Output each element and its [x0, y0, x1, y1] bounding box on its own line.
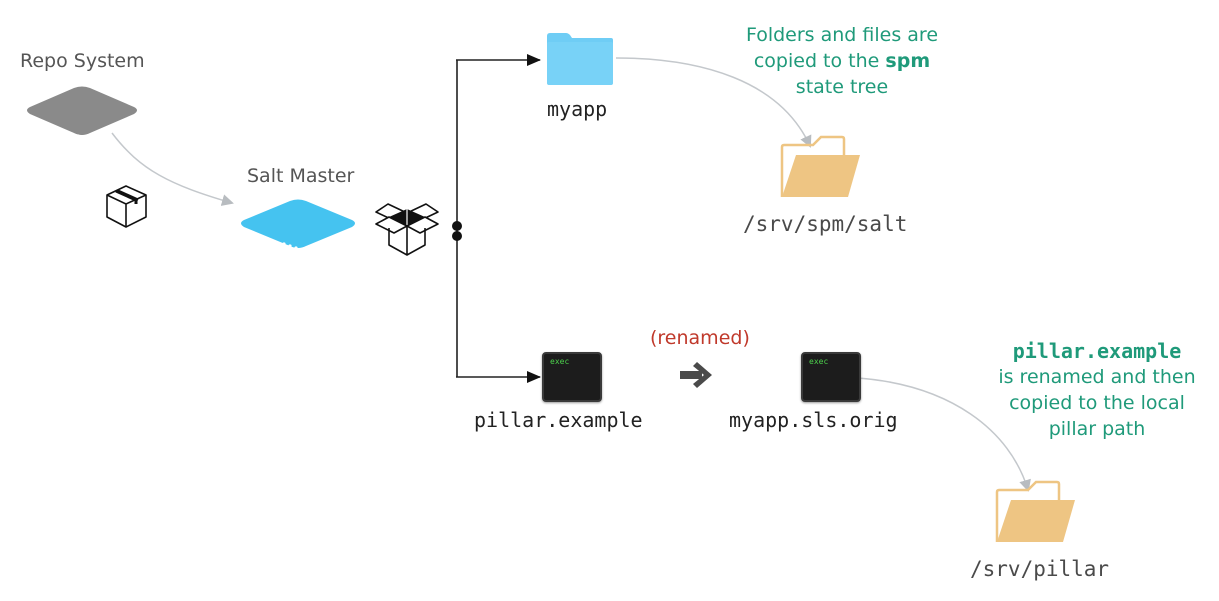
- pillar-path-label: /srv/pillar: [970, 557, 1110, 581]
- renamed-label: (renamed): [650, 327, 750, 349]
- repo-system-label: Repo System: [20, 50, 145, 72]
- pillar-example-label: pillar.example: [474, 408, 643, 432]
- pillar-note-line2: is renamed and then: [998, 366, 1196, 388]
- exec-icon-text: exec: [550, 357, 570, 366]
- spm-note-line1: Folders and files are: [745, 24, 939, 46]
- open-box-icon: [375, 203, 439, 256]
- repo-to-master-connector: [111, 132, 234, 206]
- pillar-note-code: pillar.example: [1012, 339, 1182, 363]
- myapp-sls-orig-exec-icon: exec: [801, 352, 861, 402]
- pillar-note-line4: pillar path: [1048, 418, 1146, 440]
- pillar-folder-icon: [995, 480, 1075, 542]
- spm-salt-path-label: /srv/spm/salt: [743, 212, 908, 236]
- spm-salt-folder-icon: [780, 135, 860, 197]
- package-box-icon: [106, 185, 147, 228]
- rename-arrow-icon: [680, 362, 712, 388]
- pillar-note-line3: copied to the local: [1009, 392, 1185, 414]
- myapp-sls-orig-label: myapp.sls.orig: [729, 408, 898, 432]
- repo-system-server-icon: [27, 86, 137, 138]
- orig-to-pillar-connector: [857, 377, 1031, 492]
- exec-icon-text: exec: [809, 357, 829, 366]
- junction-dot: [452, 221, 462, 231]
- pillar-copy-note: pillar.example is renamed and then copie…: [982, 338, 1212, 442]
- junction-dot: [452, 231, 462, 241]
- pillar-example-exec-icon: exec: [542, 352, 602, 402]
- spm-copy-note: Folders and files are copied to the spm …: [722, 22, 962, 100]
- salt-master-server-icon: [241, 199, 355, 250]
- myapp-to-spm-connector: [615, 57, 812, 148]
- salt-master-label: Salt Master: [247, 165, 355, 187]
- spm-note-line3: state tree: [795, 76, 889, 98]
- spm-note-bold: spm: [885, 50, 931, 72]
- myapp-folder-icon: [547, 33, 613, 85]
- myapp-label: myapp: [547, 97, 608, 121]
- spm-note-line2: copied to the spm: [722, 48, 962, 74]
- spm-note-line2-prefix: copied to the: [753, 50, 886, 72]
